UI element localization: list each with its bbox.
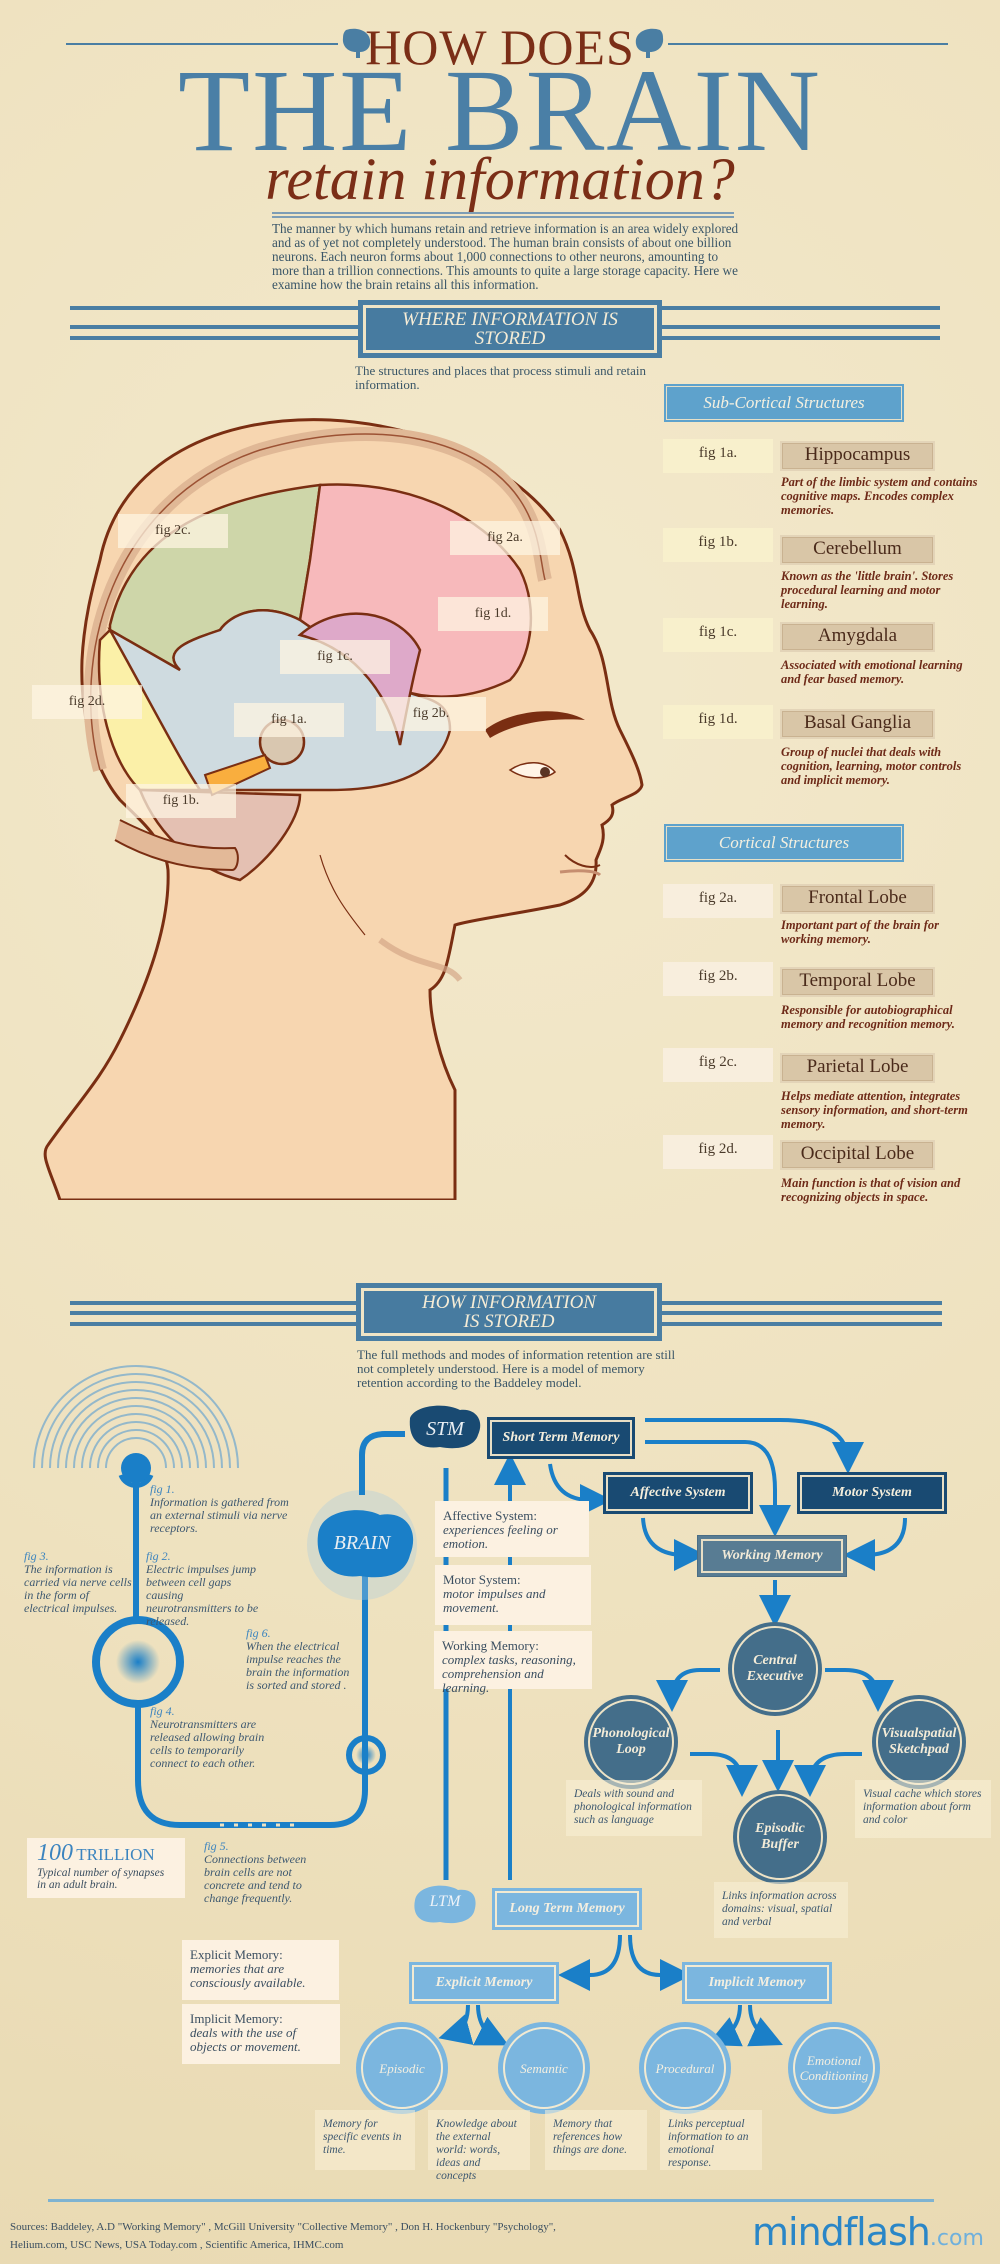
brain-label: BRAIN — [333, 1532, 391, 1554]
fig-tag: fig 1c. — [663, 618, 773, 652]
section-title-line2: STORED — [474, 328, 546, 349]
section-subtitle-where: The structures and places that process s… — [355, 363, 646, 392]
structure-desc: Group of nuclei that deals with cognitio… — [781, 745, 962, 787]
note-fig3: fig 3. The information is carried via ne… — [24, 1549, 132, 1615]
note-fig2: fig 2. Electric impulses jump between ce… — [146, 1549, 259, 1628]
note-fig4: fig 4. Neurotransmitters are released al… — [150, 1704, 265, 1770]
head-label-fig2d: fig 2d. — [32, 685, 142, 719]
head-label-fig1c: fig 1c. — [280, 640, 390, 674]
definition-working-memory: Working Memory: complex tasks, reasoning… — [434, 1631, 592, 1695]
title-rule-left — [66, 43, 338, 45]
section-title-line1: WHERE INFORMATION IS — [402, 309, 618, 330]
structure-desc: Responsible for autobiographical memory … — [781, 1003, 955, 1031]
structure-name-occipital-lobe: Occipital Lobe — [780, 1140, 935, 1170]
head-label-fig2a: fig 2a. — [450, 521, 560, 555]
head-label-fig2b: fig 2b. — [376, 697, 486, 731]
fig-tag: fig 2b. — [663, 962, 773, 996]
note-fig5: fig 5. Connections between brain cells a… — [204, 1839, 307, 1905]
synapse-stat-box: 100 TRILLION Typical number of synapses … — [27, 1838, 185, 1898]
section-header-how: HOW INFORMATION IS STORED — [356, 1283, 662, 1341]
fig-tag: fig 1b. — [663, 528, 773, 562]
caption-episodic-buffer: Links information across domains: visual… — [714, 1882, 848, 1938]
structure-name-temporal-lobe: Temporal Lobe — [780, 967, 935, 997]
stat-number: 100 — [37, 1840, 73, 1866]
box-long-term-memory: Long Term Memory — [492, 1888, 642, 1930]
structure-desc: Associated with emotional learning and f… — [781, 658, 963, 686]
subcortical-header: Sub-Cortical Structures — [664, 384, 904, 422]
fig-tag: fig 2a. — [663, 884, 773, 918]
memory-diagram-graphics — [33, 1365, 907, 2047]
structure-desc: Important part of the brain for working … — [781, 918, 940, 946]
cortical-header: Cortical Structures — [664, 824, 904, 862]
definition-affective-system: Affective System: experiences feeling or… — [435, 1501, 589, 1557]
section-header-where: WHERE INFORMATION IS STORED — [358, 300, 662, 358]
structure-name-frontal-lobe: Frontal Lobe — [780, 884, 935, 914]
caption-emotional-conditioning: Links perceptual information to an emoti… — [660, 2110, 762, 2170]
note-fig6: fig 6. When the electrical impulse reach… — [246, 1626, 350, 1692]
definition-explicit-memory: Explicit Memory: memories that are consc… — [182, 1940, 339, 2000]
title-double-rule — [272, 212, 734, 218]
head-label-fig1b: fig 1b. — [126, 784, 236, 818]
title-the-brain: THE BRAIN — [177, 45, 822, 176]
title-retain-information: retain information? — [265, 146, 735, 212]
box-short-term-memory: Short Term Memory — [487, 1417, 635, 1459]
box-implicit-memory: Implicit Memory — [682, 1962, 832, 2004]
section-title-line1: HOW INFORMATION — [422, 1292, 596, 1313]
head-label-fig1d: fig 1d. — [438, 597, 548, 631]
caption-visualspatial-sketchpad: Visual cache which stores information ab… — [855, 1780, 991, 1838]
section-title-line2: IS STORED — [463, 1311, 555, 1332]
section-subtitle-how: The full methods and modes of informatio… — [357, 1347, 676, 1390]
structure-desc: Main function is that of vision and reco… — [781, 1176, 961, 1204]
head-label-fig2c: fig 2c. — [118, 514, 228, 548]
note-fig1: fig 1. Information is gathered from an e… — [150, 1482, 289, 1535]
sources: Sources: Baddeley, A.D "Working Memory" … — [10, 2221, 556, 2251]
definition-implicit-memory: Implicit Memory: deals with the use of o… — [182, 2004, 340, 2064]
structure-desc: Helps mediate attention, integrates sens… — [781, 1089, 968, 1131]
title-how-does: HOW DOES — [365, 19, 635, 75]
caption-procedural: Memory that references how things are do… — [545, 2110, 647, 2170]
stat-unit: TRILLION — [76, 1845, 155, 1864]
circle-procedural: Procedural — [639, 2022, 731, 2114]
ltm-label: LTM — [429, 1893, 461, 1910]
circle-episodic: Episodic — [356, 2022, 448, 2114]
stat-text: Typical number of synapses in an adult b… — [37, 1867, 165, 1891]
structure-name-amygdala: Amygdala — [780, 622, 935, 652]
box-explicit-memory: Explicit Memory — [409, 1962, 559, 2004]
fig-tag: fig 2d. — [663, 1135, 773, 1169]
title-rule-right — [668, 43, 948, 45]
footer-rule — [48, 2199, 934, 2202]
definition-motor-system: Motor System: motor impulses and movemen… — [435, 1565, 591, 1625]
structure-name-cerebellum: Cerebellum — [780, 535, 935, 565]
mindflash-logo[interactable]: mindflash.com — [752, 2210, 984, 2254]
box-motor-system: Motor System — [797, 1472, 947, 1514]
box-affective-system: Affective System — [603, 1472, 753, 1514]
stm-label: STM — [426, 1418, 464, 1440]
head-label-fig1a: fig 1a. — [234, 703, 344, 737]
structure-name-parietal-lobe: Parietal Lobe — [780, 1053, 935, 1083]
head-illustration — [43, 418, 644, 1200]
structure-desc: Known as the 'little brain'. Stores proc… — [781, 569, 954, 611]
structure-name-basal-ganglia: Basal Ganglia — [780, 709, 935, 739]
fig-tag: fig 1a. — [663, 439, 773, 473]
structure-desc: Part of the limbic system and contains c… — [781, 475, 978, 517]
fig-tag: fig 2c. — [663, 1048, 773, 1082]
fig-tag: fig 1d. — [663, 705, 773, 739]
brain-head-icon — [635, 28, 664, 58]
caption-episodic: Memory for specific events in time. — [315, 2110, 415, 2170]
circle-semantic: Semantic — [498, 2022, 590, 2114]
structure-name-hippocampus: Hippocampus — [780, 441, 935, 471]
brain-head-icon — [342, 28, 371, 58]
intro-paragraph: The manner by which humans retain and re… — [272, 221, 739, 292]
caption-phonological-loop: Deals with sound and phonological inform… — [566, 1780, 702, 1836]
box-working-memory: Working Memory — [697, 1535, 847, 1577]
caption-semantic: Knowledge about the external world: word… — [428, 2110, 530, 2182]
